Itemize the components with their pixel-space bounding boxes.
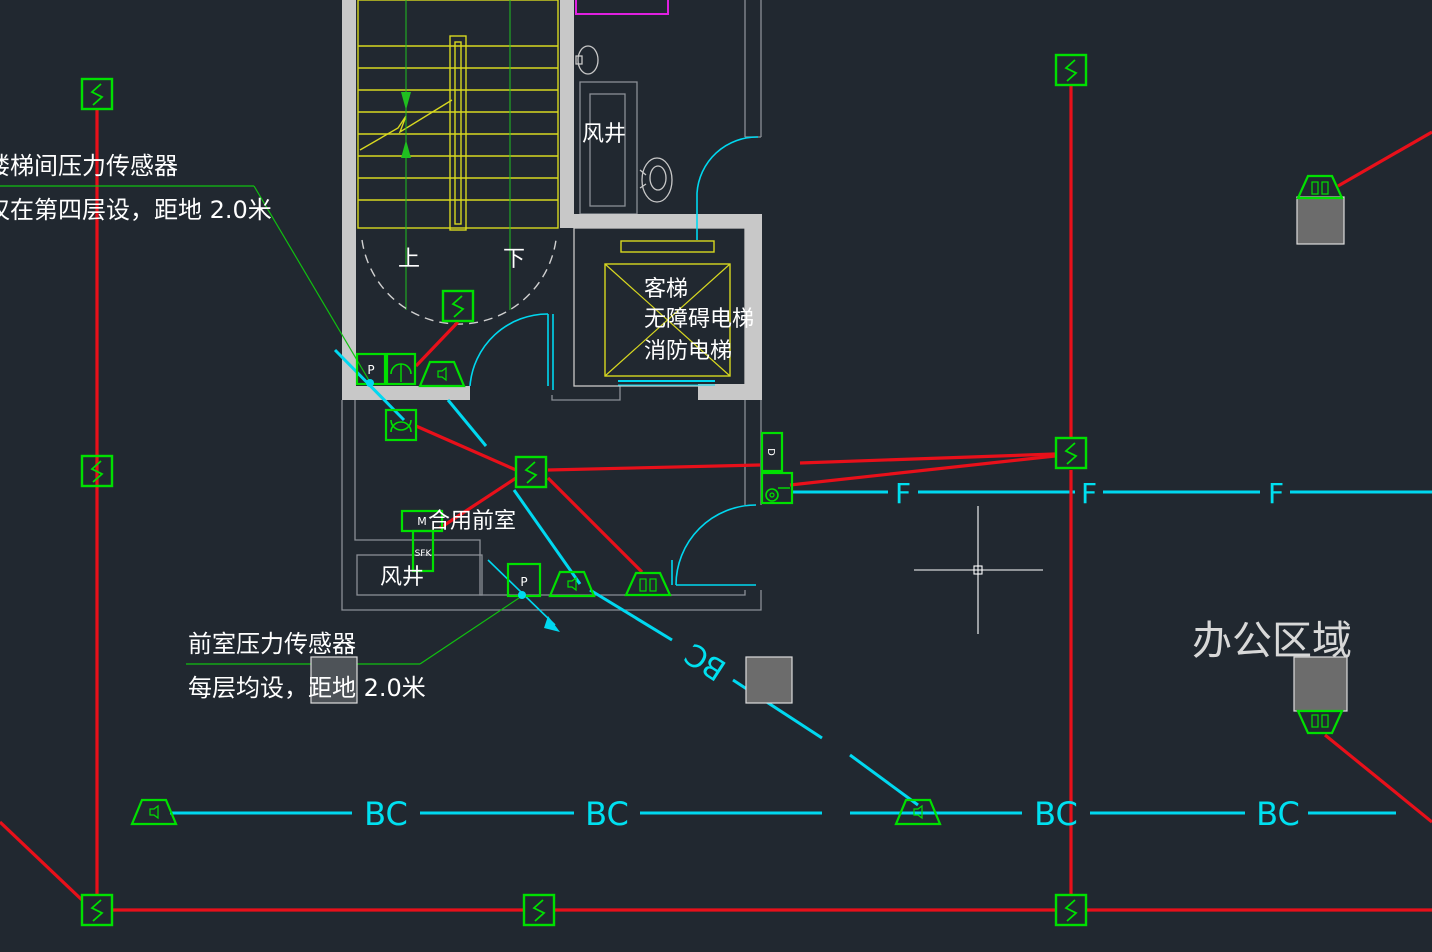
door-swings	[469, 136, 759, 586]
elevator-label-3: 消防电梯	[644, 339, 732, 364]
sfk-label: SFK	[415, 549, 433, 559]
shaft-label-bottom: 风井	[380, 565, 424, 590]
damper-valves	[384, 352, 418, 442]
smoke-detector-icon	[514, 455, 548, 489]
alarm-station-icon	[1296, 174, 1344, 200]
leader-lines	[0, 185, 523, 665]
staircase	[357, 0, 559, 325]
smoke-detector-icon	[1054, 893, 1088, 927]
bc-tag: BC	[679, 635, 732, 687]
speaker-icon	[548, 570, 596, 598]
alarm-station-icon	[1296, 709, 1344, 735]
smoke-detector-icon	[1054, 436, 1088, 470]
lobby-label: 合用前室	[428, 509, 516, 534]
speaker-icon	[130, 798, 178, 826]
f-tag: F	[1081, 477, 1097, 510]
broadcast-lines	[170, 348, 1432, 815]
smoke-detector-icon	[80, 893, 114, 927]
smoke-detector-icon	[522, 893, 556, 927]
room-outlines	[341, 0, 762, 611]
office-area-label: 办公区域	[1192, 618, 1352, 664]
broadcast-arrow	[544, 616, 560, 632]
walls	[342, 0, 762, 400]
sensor-point	[518, 591, 526, 599]
gray-boxes	[310, 196, 1348, 712]
pressure-sensor-label: P	[367, 363, 374, 377]
smoke-detector-icon	[80, 454, 114, 488]
fire-alarm-lines	[0, 86, 1432, 912]
lobby-sensor-title: 前室压力传感器	[188, 630, 356, 658]
crosshair-cursor	[914, 506, 1043, 634]
bc-tag: BC	[1256, 795, 1300, 833]
lobby-sensor-note: 每层均设，距地 2.0米	[188, 674, 426, 702]
smoke-detector-icon	[1054, 53, 1088, 87]
smoke-detector-icon	[441, 289, 475, 323]
damper-icon	[384, 408, 418, 442]
elevator-label-2: 无障碍电梯	[644, 307, 754, 332]
stair-sensor-note: 仅在第四层设，距地 2.0米	[0, 196, 272, 224]
shaft-label-top: 风井	[582, 122, 626, 147]
damper-icon	[385, 352, 417, 386]
smoke-detector-icon	[80, 77, 114, 111]
speaker-icon	[894, 798, 942, 826]
motor-module	[400, 509, 444, 573]
bc-tag: BC	[1034, 795, 1078, 833]
smoke-detectors	[80, 53, 1088, 927]
door-module-label: D	[765, 448, 776, 456]
speaker-icon	[418, 360, 466, 388]
f-tag: F	[895, 477, 911, 510]
alarm-stations	[624, 174, 1344, 735]
f-tag: F	[1268, 477, 1284, 510]
alarm-station-icon	[624, 571, 672, 597]
pressure-sensor-label: P	[520, 575, 527, 589]
elevator-shaft	[573, 227, 746, 387]
sanitary-fixtures	[575, 45, 673, 203]
elevator-label-1: 客梯	[644, 277, 688, 302]
bc-tag: BC	[585, 795, 629, 833]
bc-tag: BC	[364, 795, 408, 833]
stair-sensor-title: 楼梯间压力传感器	[0, 152, 178, 180]
magenta-fragment	[575, 0, 669, 15]
sensor-point	[366, 379, 374, 387]
stair-up-label: 上	[398, 247, 420, 272]
stair-down-label: 下	[503, 247, 525, 272]
motor-label: M	[417, 515, 427, 528]
speakers	[130, 360, 942, 826]
door-module	[760, 431, 794, 505]
